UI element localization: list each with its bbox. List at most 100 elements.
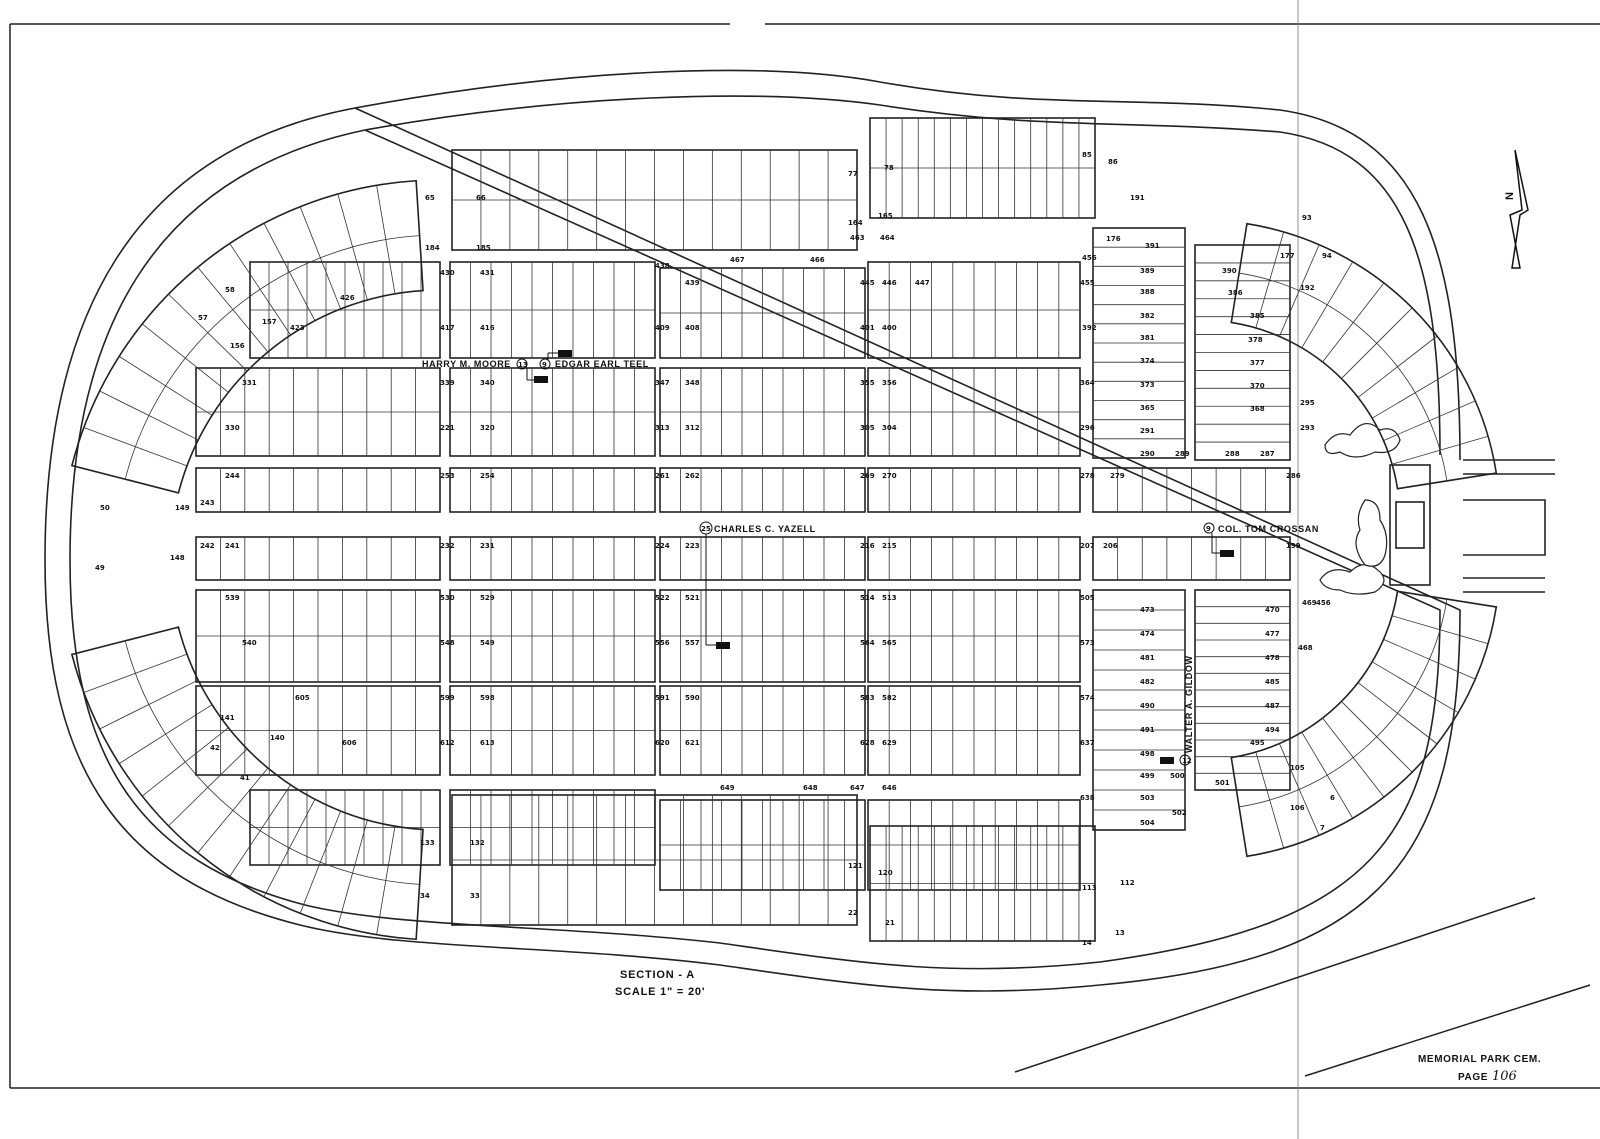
curved-lot-block <box>1230 222 1498 490</box>
north-label: N <box>1504 191 1516 200</box>
lot-number: 49 <box>95 564 105 572</box>
lot-number: 522 <box>655 594 670 602</box>
lot-number: 408 <box>685 324 700 332</box>
lot-number: 409 <box>655 324 670 332</box>
lot-number: 94 <box>1322 252 1332 260</box>
lot-number: 381 <box>1140 334 1155 342</box>
lot-number: 473 <box>1140 606 1155 614</box>
grave-number: 13 <box>518 361 528 369</box>
lot-number: 391 <box>1145 242 1160 250</box>
lot-number: 140 <box>270 734 285 742</box>
lot-number: 364 <box>1080 379 1095 387</box>
lot-number: 58 <box>225 286 235 294</box>
north-arrow-icon: N <box>1504 149 1529 269</box>
lot-number: 348 <box>685 379 700 387</box>
lot-number: 232 <box>440 542 455 550</box>
grave-number: 9 <box>1206 525 1211 533</box>
lot-number: 176 <box>1106 235 1121 243</box>
lot-number: 242 <box>200 542 215 550</box>
lot-number: 474 <box>1140 630 1155 638</box>
lot-number: 530 <box>440 594 455 602</box>
grave-tom-crossan[interactable]: 9 COL. TOM CROSSAN <box>1203 522 1319 557</box>
lot-blocks <box>70 117 1498 942</box>
grave-walter-gildow[interactable]: 12 WALTER A. GILDOW <box>1160 655 1194 766</box>
lot-number: 368 <box>1250 405 1265 413</box>
cemetery-name: MEMORIAL PARK CEM. <box>1418 1054 1541 1065</box>
lot-number: 505 <box>1080 594 1095 602</box>
lot-number: 42 <box>210 744 220 752</box>
section-title: SECTION - A <box>620 969 695 981</box>
lot-number: 647 <box>850 784 865 792</box>
lot-number: 288 <box>1225 450 1240 458</box>
lot-number: 21 <box>885 919 895 927</box>
lot-number: 231 <box>480 542 495 550</box>
lot-number: 599 <box>440 694 455 702</box>
lot-number: 456 <box>1082 254 1097 262</box>
lot-divider <box>1239 272 1448 481</box>
lot-number: 606 <box>342 739 357 747</box>
lot-number: 355 <box>860 379 875 387</box>
lot-number: 386 <box>1228 289 1243 297</box>
lot-number: 34 <box>420 892 430 900</box>
curved-lot-block <box>1230 590 1498 858</box>
lot-number: 191 <box>1130 194 1145 202</box>
lot-number: 438 <box>655 262 670 270</box>
lot-number: 223 <box>685 542 700 550</box>
lot-number: 206 <box>1103 542 1118 550</box>
lot-number: 430 <box>440 269 455 277</box>
lot-number: 6 <box>1330 794 1335 802</box>
lot-number: 278 <box>1080 472 1095 480</box>
lot-number: 165 <box>878 212 893 220</box>
lot-number: 482 <box>1140 678 1155 686</box>
lot-number: 466 <box>810 256 825 264</box>
street-lines <box>1014 897 1591 1077</box>
lot-number: 141 <box>220 714 235 722</box>
grave-number: 12 <box>1182 757 1192 765</box>
lot-number: 149 <box>175 504 190 512</box>
lot-number: 331 <box>242 379 257 387</box>
lot-number: 574 <box>1080 694 1095 702</box>
grave-charles-yazell[interactable]: 25 CHARLES C. YAZELL <box>699 521 816 649</box>
lot-number: 447 <box>915 279 930 287</box>
lot-number: 41 <box>240 774 250 782</box>
lot-number: 390 <box>1222 267 1237 275</box>
lot-number: 291 <box>1140 427 1155 435</box>
lot-number: 221 <box>440 424 455 432</box>
lot-number: 33 <box>470 892 480 900</box>
lot-number: 57 <box>198 314 208 322</box>
lot-number: 521 <box>685 594 700 602</box>
lot-number: 478 <box>1265 654 1280 662</box>
lot-number: 549 <box>480 639 495 647</box>
lot-number: 565 <box>882 639 897 647</box>
lot-number: 164 <box>848 219 863 227</box>
lot-divider <box>1239 599 1448 808</box>
lot-number: 501 <box>1215 779 1230 787</box>
lot-number: 401 <box>860 324 875 332</box>
lot-number: 426 <box>340 294 355 302</box>
lot-number: 468 <box>1298 644 1313 652</box>
lot-number: 463 <box>850 234 865 242</box>
lot-number: 564 <box>860 639 875 647</box>
lot-number: 638 <box>1080 794 1095 802</box>
lot-number: 539 <box>225 594 240 602</box>
lot-number: 93 <box>1302 214 1312 222</box>
grave-harry-moore[interactable]: HARRY M. MOORE 13 <box>422 358 548 383</box>
lot-number: 243 <box>200 499 215 507</box>
lot-number: 270 <box>882 472 897 480</box>
lot-number: 290 <box>1140 450 1155 458</box>
grave-number: 25 <box>701 525 711 533</box>
lot-number: 254 <box>480 472 495 480</box>
lot-number: 378 <box>1248 336 1263 344</box>
grave-markers: HARRY M. MOORE 13 9 EDGAR EARL TEEL 25 C… <box>422 350 1319 766</box>
grave-name: CHARLES C. YAZELL <box>714 524 816 534</box>
curved-lot-block <box>70 179 424 494</box>
lot-number: 78 <box>884 164 894 172</box>
lot-number: 112 <box>1120 879 1135 887</box>
lot-divider <box>124 235 420 480</box>
grave-edgar-teel[interactable]: 9 EDGAR EARL TEEL <box>539 350 649 370</box>
lot-number: 66 <box>476 194 486 202</box>
grave-name: COL. TOM CROSSAN <box>1218 524 1319 534</box>
lot-number: 467 <box>730 256 745 264</box>
lot-number: 156 <box>230 342 245 350</box>
